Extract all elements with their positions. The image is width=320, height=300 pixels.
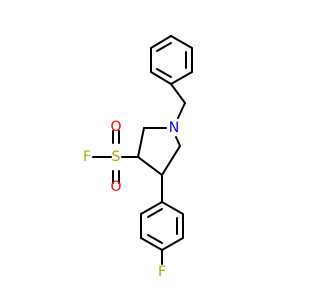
benzyl-phenyl-ring (150, 35, 193, 85)
bond (161, 237, 184, 251)
bond (170, 71, 193, 85)
aromatic-inner-bond (156, 68, 172, 78)
bond (137, 156, 163, 176)
bond (161, 145, 181, 176)
oxygen-label-bottom: O (110, 179, 121, 195)
bond (140, 201, 163, 215)
oxygen-label-top: O (110, 119, 121, 135)
sulfonyl-fluoride-group (92, 130, 139, 184)
bond (170, 35, 193, 49)
bond (161, 201, 184, 215)
benzyl-ch2-bond (170, 83, 186, 104)
sulfur-label: S (112, 149, 121, 165)
pyrrolidine-ring (137, 127, 181, 176)
nitrogen-label: N (169, 120, 179, 136)
bond (150, 71, 172, 85)
bond (140, 237, 163, 251)
ch2-n-bond (177, 102, 186, 119)
fluorophenyl-ring (140, 201, 184, 251)
sulfonyl-fluorine-label: F (83, 149, 91, 165)
bond (150, 35, 172, 49)
molecule-drawing: N S F O O F (83, 35, 193, 280)
bond (175, 136, 181, 147)
bond (137, 127, 145, 158)
aromatic-inner-bond (147, 208, 163, 218)
aryl-fluorine-label: F (158, 264, 166, 280)
structure-canvas: N S F O O F (83, 35, 193, 280)
aromatic-inner-bond (156, 42, 172, 52)
aromatic-inner-bond (147, 234, 163, 244)
